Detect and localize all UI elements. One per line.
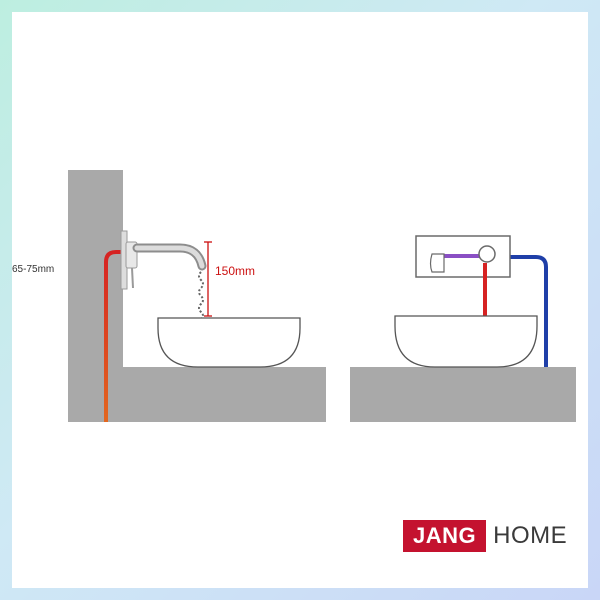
left-installation: 150mm 65-75mm xyxy=(12,170,326,422)
faucet-lever xyxy=(131,267,134,289)
cold-pipe xyxy=(510,255,548,367)
brand-logo: JANG HOME xyxy=(403,520,567,552)
basin-right xyxy=(394,315,538,368)
brand-name-plain: HOME xyxy=(493,522,568,549)
faucet-spout-highlight xyxy=(134,245,205,269)
dimension-label-150mm: 150mm xyxy=(215,264,255,278)
counter-left xyxy=(123,367,326,422)
mixer-handle xyxy=(478,245,496,263)
mixer-spout xyxy=(429,253,445,273)
brand-name-boxed: JANG xyxy=(403,520,487,552)
water-stream xyxy=(198,271,204,320)
hot-pipe-in-wall xyxy=(104,250,126,422)
wall-thickness-label: 65-75mm xyxy=(12,264,54,275)
wall xyxy=(68,170,123,422)
right-installation xyxy=(350,235,576,422)
basin-left xyxy=(157,317,301,368)
counter-right xyxy=(350,367,576,422)
